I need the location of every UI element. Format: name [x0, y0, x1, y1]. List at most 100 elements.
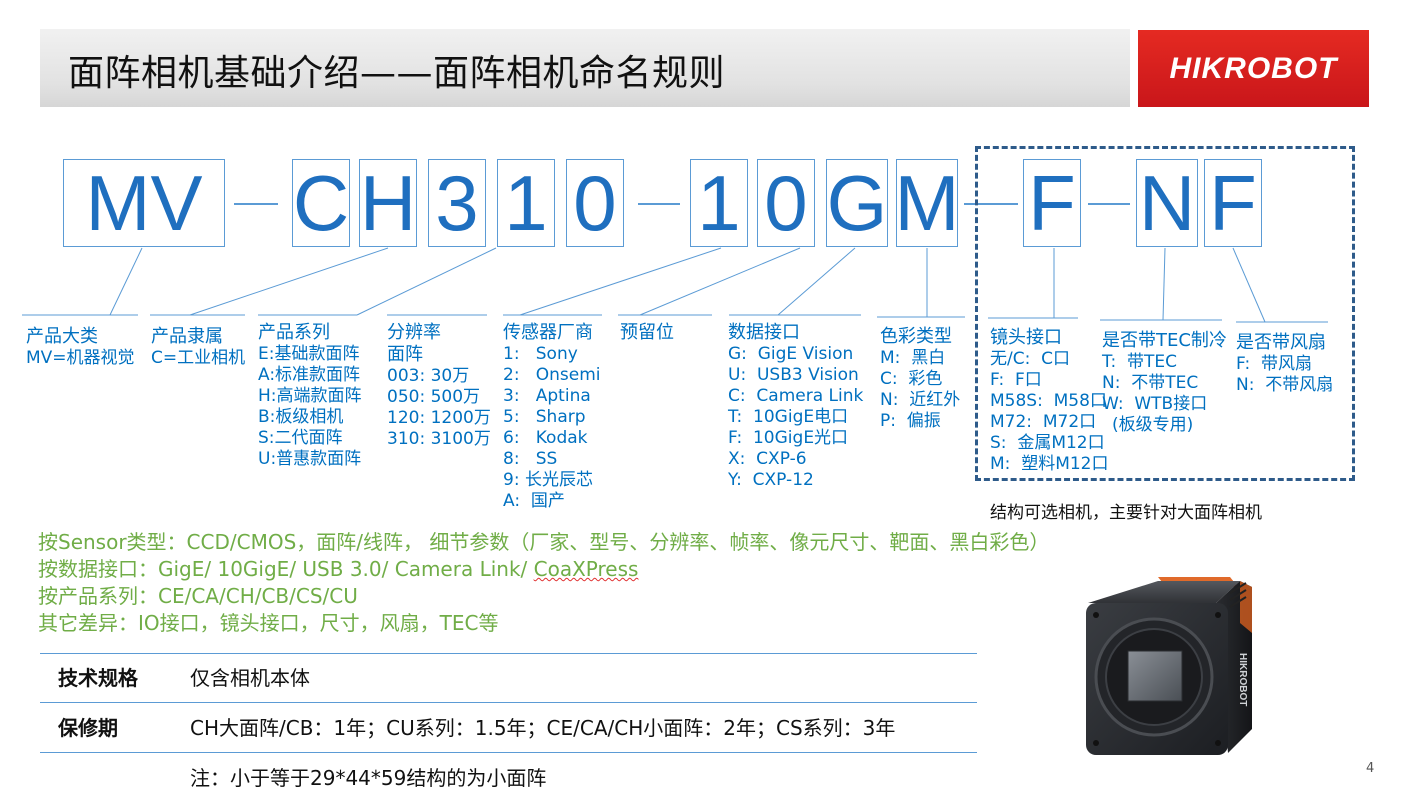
group-title: 产品隶属 — [151, 326, 223, 347]
group-line: Y: CXP-12 — [728, 470, 814, 490]
group-title: 产品系列 — [258, 322, 330, 343]
spec-label-warranty: 保修期 — [58, 716, 118, 740]
group-line: M: 塑料M12口 — [990, 454, 1109, 474]
group-title: 分辨率 — [387, 322, 441, 343]
group-line: H:高端款面阵 — [258, 386, 362, 406]
group-lens-mount: 镜头接口 无/C: C口 F: F口 M58S: M58口 M72: M72口 … — [990, 327, 1109, 475]
group-line: 310: 3100万 — [387, 429, 491, 449]
code-box-interface: G — [826, 159, 888, 247]
group-product-class: 产品大类 MV=机器视觉 — [26, 326, 135, 369]
group-line: C=工业相机 — [151, 348, 246, 368]
group-line: F: F口 — [990, 370, 1042, 390]
code-box-res-2: 1 — [497, 159, 555, 247]
group-line: (板级专用) — [1112, 415, 1194, 435]
spec-label-tech: 技术规格 — [58, 666, 138, 690]
group-line: 050: 500万 — [387, 387, 481, 407]
group-title: 是否带TEC制冷 — [1102, 330, 1227, 351]
group-line: A:标准款面阵 — [258, 365, 361, 385]
group-line: M72: M72口 — [990, 412, 1097, 432]
classify-interface-text: 按数据接口：GigE/ 10GigE/ USB 3.0/ Camera Link… — [38, 557, 534, 581]
code-box-res-3: 0 — [566, 159, 624, 247]
table-rule — [40, 702, 977, 703]
coaxpress-text: CoaXPress — [533, 557, 639, 581]
classify-series: 按产品系列：CE/CA/CH/CB/CS/CU — [38, 584, 358, 608]
page-number: 4 — [1366, 761, 1375, 776]
group-line: 120: 1200万 — [387, 408, 491, 428]
code-separator — [964, 203, 1018, 205]
group-line: M: 黑白 — [880, 348, 946, 368]
group-line: C: Camera Link — [728, 386, 864, 406]
group-color-type: 色彩类型 M: 黑白 C: 彩色 N: 近红外 P: 偏振 — [880, 326, 960, 432]
group-subtitle: 面阵 — [387, 344, 423, 365]
group-line: S:二代面阵 — [258, 428, 343, 448]
code-separator — [1088, 203, 1130, 205]
logo-text: HIKROBOT — [1169, 51, 1338, 85]
group-line: 无/C: C口 — [990, 349, 1071, 369]
spec-value-tech: 仅含相机本体 — [190, 666, 310, 690]
code-separator — [638, 203, 680, 205]
group-line: MV=机器视觉 — [26, 348, 135, 368]
group-reserved: 预留位 — [620, 322, 674, 344]
group-fan: 是否带风扇 F: 带风扇 N: 不带风扇 — [1236, 332, 1333, 396]
group-product-series: 产品系列 E:基础款面阵 A:标准款面阵 H:高端款面阵 B:板级相机 S:二代… — [258, 322, 362, 470]
group-line: P: 偏振 — [880, 411, 941, 431]
group-line: F: 10GigE光口 — [728, 428, 849, 448]
camera-product-image: HIKROBOT — [1086, 577, 1252, 755]
group-line: 003: 30万 — [387, 366, 470, 386]
code-box-mv: MV — [63, 159, 225, 247]
group-line: T: 10GigE电口 — [728, 407, 849, 427]
group-sensor-vendor: 传感器厂商 1: Sony 2: Onsemi 3: Aptina 5: Sha… — [503, 322, 601, 512]
group-product-belong: 产品隶属 C=工业相机 — [151, 326, 245, 369]
group-line: U:普惠款面阵 — [258, 449, 362, 469]
optional-structure-note: 结构可选相机，主要针对大面阵相机 — [990, 503, 1262, 523]
classify-interface: 按数据接口：GigE/ 10GigE/ USB 3.0/ Camera Link… — [38, 553, 638, 582]
group-line: X: CXP-6 — [728, 449, 807, 469]
group-title: 传感器厂商 — [503, 322, 593, 343]
spec-note: 注：小于等于29*44*59结构的为小面阵 — [190, 766, 547, 790]
optional-structure-frame — [975, 146, 1355, 481]
group-resolution: 分辨率 面阵 003: 30万 050: 500万 120: 1200万 310… — [387, 322, 491, 450]
code-box-fan: F — [1204, 159, 1262, 247]
code-box-h: H — [359, 159, 417, 247]
group-line: N: 不带风扇 — [1236, 375, 1334, 395]
group-line: 3: Aptina — [503, 386, 591, 406]
group-line: 6: Kodak — [503, 428, 588, 448]
code-box-color: M — [894, 159, 960, 247]
group-line: 5: Sharp — [503, 407, 586, 427]
group-title: 数据接口 — [728, 322, 800, 343]
code-box-res-1: 3 — [428, 159, 486, 247]
group-data-interface: 数据接口 G: GigE Vision U: USB3 Vision C: Ca… — [728, 322, 863, 491]
title-bar — [40, 29, 1130, 107]
group-line: C: 彩色 — [880, 369, 943, 389]
code-box-reserved: 0 — [757, 159, 815, 247]
group-line: G: GigE Vision — [728, 344, 854, 364]
table-rule — [40, 752, 977, 753]
group-line: T: 带TEC — [1102, 352, 1178, 372]
group-title: 产品大类 — [26, 326, 98, 347]
group-line: 2: Onsemi — [503, 365, 601, 385]
group-title: 色彩类型 — [880, 326, 952, 347]
hikrobot-logo: HIKROBOT — [1138, 30, 1369, 107]
group-title: 预留位 — [620, 322, 674, 343]
group-title: 镜头接口 — [990, 327, 1062, 348]
code-box-c: C — [292, 159, 350, 247]
group-line: N: 近红外 — [880, 390, 961, 410]
group-line: 1: Sony — [503, 344, 578, 364]
group-line: W: WTB接口 — [1102, 394, 1208, 414]
group-tec: 是否带TEC制冷 T: 带TEC N: 不带TEC W: WTB接口 (板级专用… — [1102, 330, 1227, 436]
code-box-lens: F — [1023, 159, 1081, 247]
group-line: B:板级相机 — [258, 407, 344, 427]
group-line: S: 金属M12口 — [990, 433, 1105, 453]
classify-other: 其它差异：IO接口，镜头接口，尺寸，风扇，TEC等 — [38, 611, 499, 635]
group-line: 9: 长光辰芯 — [503, 470, 593, 490]
group-line: 8: SS — [503, 449, 558, 469]
table-rule — [40, 653, 977, 654]
camera-brand-text: HIKROBOT — [1237, 653, 1248, 706]
page-title: 面阵相机基础介绍——面阵相机命名规则 — [68, 53, 726, 94]
group-line: U: USB3 Vision — [728, 365, 859, 385]
code-box-tec: N — [1136, 159, 1198, 247]
group-title: 是否带风扇 — [1236, 332, 1326, 353]
group-line: F: 带风扇 — [1236, 354, 1312, 374]
classify-sensor: 按Sensor类型：CCD/CMOS，面阵/线阵， 细节参数（厂家、型号、分辨率… — [38, 530, 1050, 554]
group-line: N: 不带TEC — [1102, 373, 1199, 393]
